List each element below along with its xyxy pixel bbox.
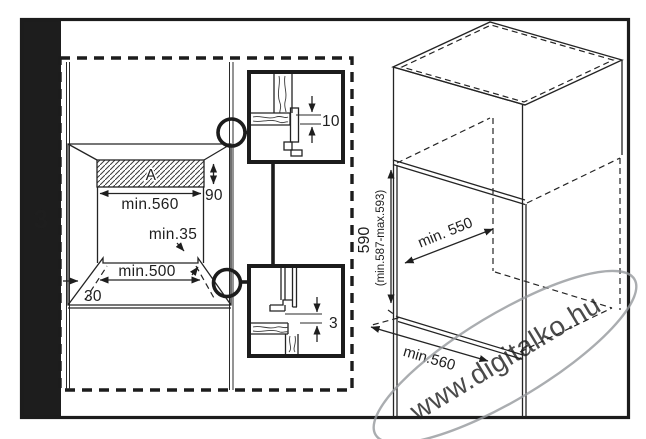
page-border — [19, 17, 631, 420]
detail-section-top: 10 — [247, 70, 345, 164]
detail-circle-bottom — [211, 267, 243, 299]
dim-line-niche-depth — [404, 228, 494, 264]
figure-number-label: 3 — [34, 204, 48, 234]
dim-niche-width: min.560 — [401, 343, 457, 374]
dim-top-gap: 10 — [322, 113, 340, 130]
dim-top-width: min.560 — [121, 196, 178, 213]
detail-circle-top — [216, 117, 247, 148]
dim-vent-height: 90 — [205, 187, 223, 204]
dim-bottom-gap: 3 — [329, 315, 338, 332]
dim-niche-height-range: (min.587-max.593) — [375, 190, 387, 287]
dim-bottom-width: min.500 — [118, 263, 175, 280]
rear-clearance-leader-1 — [175, 242, 185, 252]
dashed-boundary — [58, 56, 354, 392]
column-side-lines — [66, 62, 234, 390]
dim-plinth: 30 — [84, 288, 102, 305]
detail-section-bottom: 3 — [247, 264, 345, 358]
dim-niche-depth: min. 550 — [415, 214, 475, 251]
dim-line-niche-width — [370, 325, 489, 363]
front-view: A min.560 90 min.35 min.500 30 — [63, 143, 232, 309]
watermark-swoosh — [372, 269, 638, 439]
rear-clearance-leader-2 — [189, 266, 199, 277]
isometric-view: 590 (min.587-max.593) min. 550 min.560 — [356, 21, 624, 417]
vent-strip-label: A — [146, 167, 157, 184]
vent-strip — [96, 159, 205, 188]
page-number-sidebar — [20, 18, 61, 419]
dim-rear-clearance: min.35 — [149, 226, 197, 243]
dim-niche-height: 590 — [356, 227, 373, 254]
